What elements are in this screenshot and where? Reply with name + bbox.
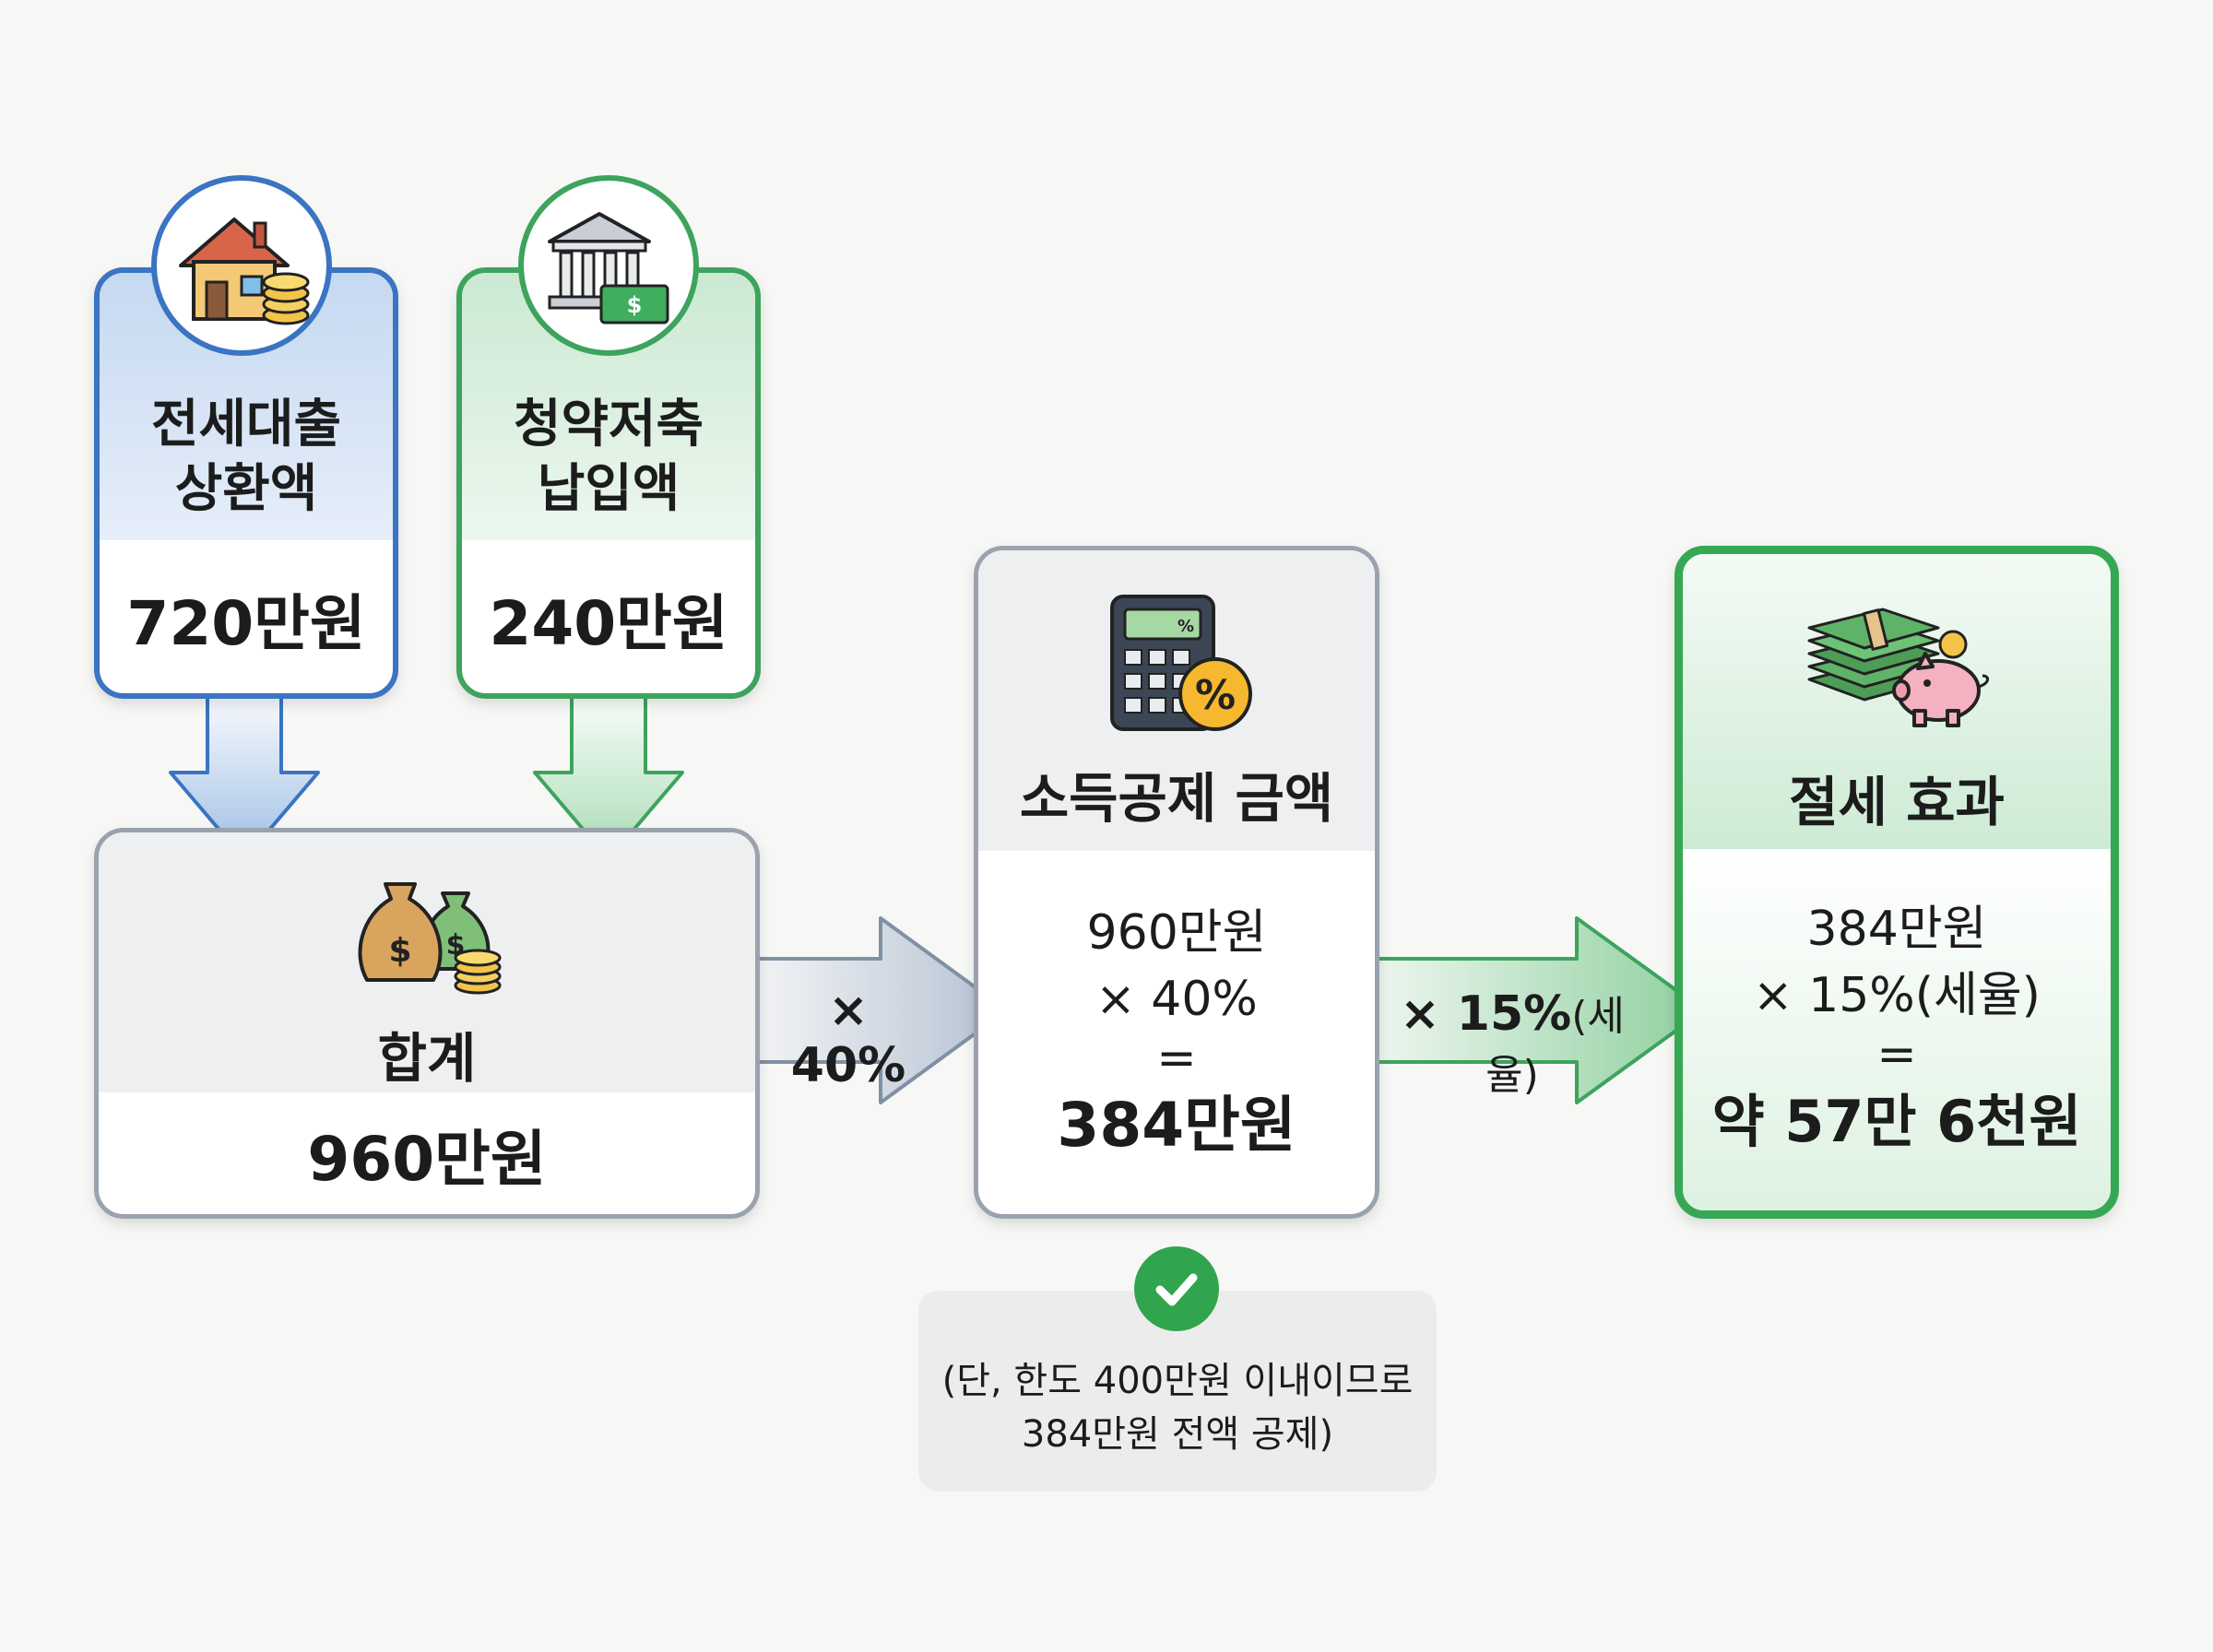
savings-amount-area: 240만원 bbox=[462, 540, 755, 693]
deduction-title: 소득공제 금액 bbox=[1019, 767, 1334, 830]
jeonse-amount: 720만원 bbox=[126, 588, 366, 659]
deduction-card: % % 소득공제 금액 960만원 × 40% = 384만원 bbox=[974, 546, 1379, 1219]
cash-piggy-bank-icon bbox=[1807, 608, 1989, 727]
calculator-percent-icon: % % bbox=[1110, 595, 1252, 731]
jeonse-title-line1: 전세대출 bbox=[150, 395, 342, 454]
svg-text:$: $ bbox=[627, 292, 643, 318]
svg-text:%: % bbox=[1178, 617, 1194, 636]
house-coins-icon bbox=[179, 218, 310, 325]
arrow1-label: × 40% bbox=[790, 983, 906, 1093]
jeonse-amount-area: 720만원 bbox=[100, 540, 393, 693]
note-line2: 384만원 전액 공제) bbox=[1021, 1413, 1334, 1456]
arrow2-label: × 15%(세율) bbox=[1374, 983, 1651, 1101]
saving-line1: 384만원 bbox=[1806, 902, 1987, 957]
note-box: (단, 한도 400만원 이내이므로 384만원 전액 공제) bbox=[918, 1291, 1437, 1492]
bank-cash-icon: $ bbox=[548, 212, 669, 324]
saving-result: 약 57만 6천원 bbox=[1711, 1088, 2082, 1155]
deduction-line2: × 40% bbox=[1095, 972, 1258, 1027]
svg-text:%: % bbox=[1195, 672, 1236, 719]
sum-icon-wrap: $ $ bbox=[99, 866, 755, 995]
deduction-equals: = bbox=[1156, 1031, 1197, 1086]
note-line1: (단, 한도 400만원 이내이므로 bbox=[941, 1360, 1414, 1402]
arrow2-label-sub: (세율) bbox=[1485, 993, 1625, 1099]
check-mark bbox=[1155, 1273, 1198, 1306]
check-circle-icon bbox=[1134, 1246, 1219, 1331]
right-arrow-green bbox=[1372, 916, 1706, 1104]
deduction-line1: 960만원 bbox=[1086, 905, 1267, 961]
saving-line2: × 15%(세율) bbox=[1753, 968, 2041, 1023]
saving-equals: = bbox=[1876, 1027, 1917, 1082]
saving-card-header bbox=[1683, 554, 2111, 849]
sum-title: 합계 bbox=[377, 1027, 477, 1090]
deduction-calc: 960만원 × 40% = 384만원 bbox=[978, 851, 1375, 1214]
svg-text:$: $ bbox=[388, 932, 411, 970]
sum-card: $ $ 합계 960만원 bbox=[94, 828, 760, 1219]
saving-card-body bbox=[1683, 849, 2111, 1210]
saving-calc: 384만원 × 15%(세율) = 약 57만 6천원 bbox=[1683, 849, 2111, 1210]
savings-icon-circle: $ bbox=[518, 175, 699, 356]
savings-title-line1: 청약저축 bbox=[513, 395, 704, 454]
jeonse-icon-circle bbox=[151, 175, 332, 356]
savings-title-line2: 납입액 bbox=[537, 459, 680, 519]
deduction-icon-wrap: % % bbox=[978, 589, 1375, 737]
saving-icon-wrap bbox=[1683, 587, 2111, 735]
deduction-result: 384만원 bbox=[1057, 1090, 1296, 1161]
arrow2-label-main: × 15% bbox=[1400, 986, 1572, 1042]
saving-card: 절세 효과 384만원 × 15%(세율) = 약 57만 6천원 bbox=[1675, 546, 2119, 1219]
sum-amount: 960만원 bbox=[307, 1124, 547, 1195]
money-bags-icon: $ $ bbox=[358, 882, 502, 995]
jeonse-title-line2: 상환액 bbox=[174, 459, 318, 519]
right-arrow-gray bbox=[754, 916, 1009, 1104]
sum-amount-area: 960만원 bbox=[99, 1092, 755, 1214]
savings-amount: 240만원 bbox=[489, 588, 728, 659]
saving-title: 절세 효과 bbox=[1789, 771, 2005, 833]
